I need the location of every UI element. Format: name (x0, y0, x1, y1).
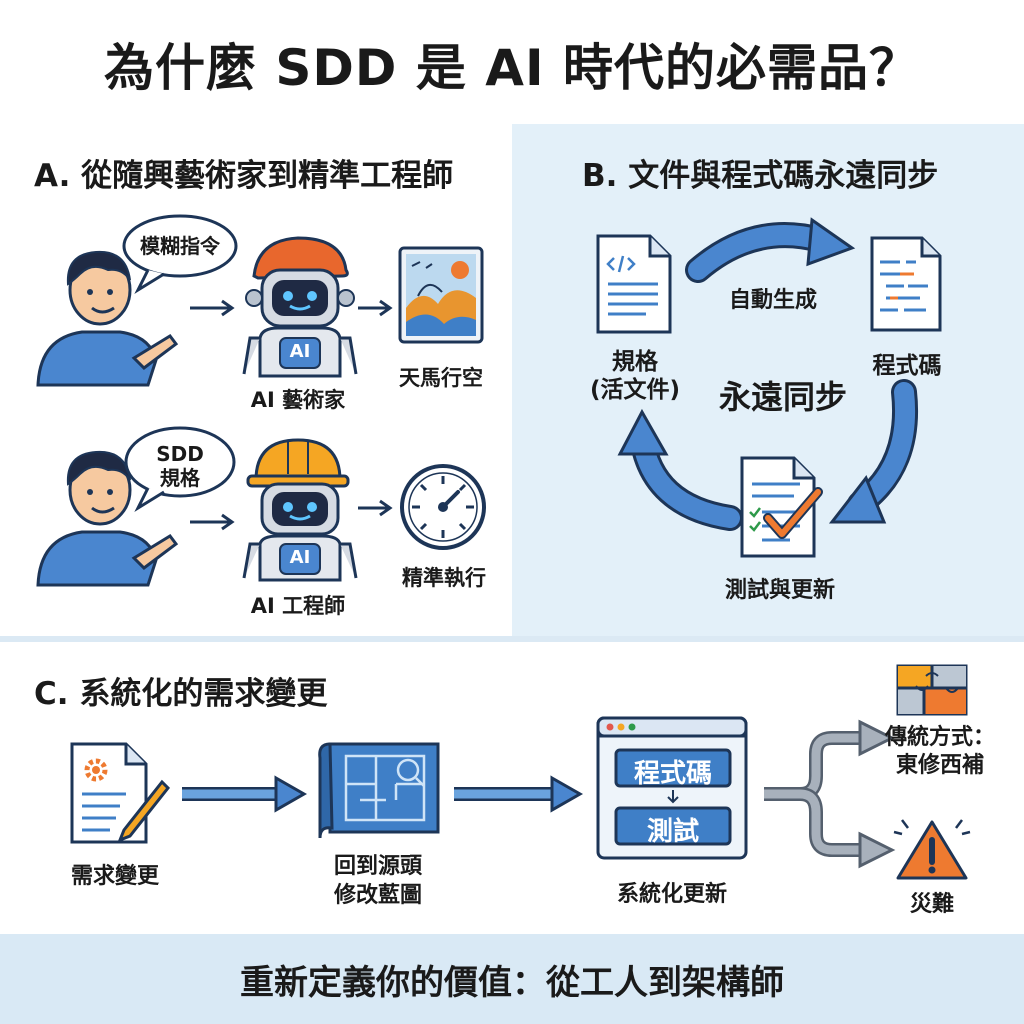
robot-label-artist: AI 藝術家 (250, 388, 346, 412)
arrow-icon (358, 299, 393, 317)
spec-label: 規格 (活文件) (580, 348, 690, 404)
flow-arrow (454, 775, 584, 813)
arrow-icon (190, 299, 235, 317)
person-icon (36, 450, 179, 587)
test-document-icon (740, 456, 823, 558)
blueprint-icon (318, 742, 440, 839)
spec-label-line-2: (活文件) (589, 377, 681, 403)
test-update-label: 測試與更新 (724, 578, 835, 603)
bubble-line-2: 規格 (160, 466, 200, 490)
result-label-wild: 天馬行空 (399, 366, 483, 390)
robot-engineer-icon (242, 438, 358, 582)
cycle-arrow-top (685, 217, 856, 283)
section-a-title: A. 從隨興藝術家到精準工程師 (34, 158, 454, 194)
robot-artist-icon (242, 236, 358, 378)
bubble-text-sdd: SDD 規格 (130, 442, 230, 490)
code-document-icon (596, 234, 672, 334)
traditional-method-label: 傳統方式： 東修西補 (878, 724, 1002, 780)
requirement-document-icon (70, 742, 171, 844)
bubble-text-vague: 模糊指令 (140, 234, 220, 258)
arrow-icon (358, 499, 393, 517)
footer-tagline: 重新定義你的價值：從工人到架構師 (240, 963, 784, 1003)
systematic-update-label: 系統化更新 (616, 882, 727, 907)
section-c-title: C. 系統化的需求變更 (34, 676, 328, 712)
cycle-arrow-right (828, 379, 918, 524)
robot-badge-engineer: AI (289, 547, 311, 568)
app-window-icon (596, 716, 748, 860)
patchwork-icon (896, 664, 968, 716)
spec-label-line-1: 規格 (612, 349, 658, 375)
person-icon (36, 250, 179, 387)
bubble-line-1: SDD (156, 442, 204, 466)
cycle-arrow-left (617, 408, 743, 531)
abstract-painting-icon (398, 246, 484, 344)
always-sync-label: 永遠同步 (718, 378, 847, 416)
traditional-line-2: 東修西補 (895, 753, 984, 778)
arrow-icon (190, 513, 235, 531)
section-divider (0, 636, 1024, 642)
speech-bubble (124, 426, 236, 513)
window-box-code: 程式碼 (633, 759, 712, 789)
auto-generate-label: 自動生成 (728, 288, 817, 313)
traditional-line-1: 傳統方式： (884, 725, 995, 750)
disaster-label: 災難 (909, 892, 954, 917)
section-b-title: B. 文件與程式碼永遠同步 (582, 158, 939, 194)
blueprint-label-line-1: 回到源頭 (333, 854, 422, 879)
requirement-change-label: 需求變更 (70, 864, 159, 889)
code-file-icon (870, 236, 942, 332)
warning-icon (893, 819, 971, 880)
speech-bubble (122, 214, 238, 295)
page-title: 為什麼 SDD 是 AI 時代的必需品？ (104, 39, 920, 97)
result-label-precise: 精準執行 (402, 566, 486, 590)
footer-band (0, 934, 1024, 1024)
robot-badge-artist: AI (289, 341, 311, 362)
code-label: 程式碼 (872, 353, 942, 379)
fork-arrows (764, 719, 896, 869)
blueprint-label: 回到源頭 修改藍圖 (310, 852, 446, 910)
flow-arrow (182, 775, 308, 813)
window-box-test: 測試 (646, 817, 699, 847)
gauge-icon (400, 464, 486, 550)
blueprint-label-line-2: 修改藍圖 (333, 883, 422, 908)
robot-label-engineer: AI 工程師 (250, 594, 346, 618)
